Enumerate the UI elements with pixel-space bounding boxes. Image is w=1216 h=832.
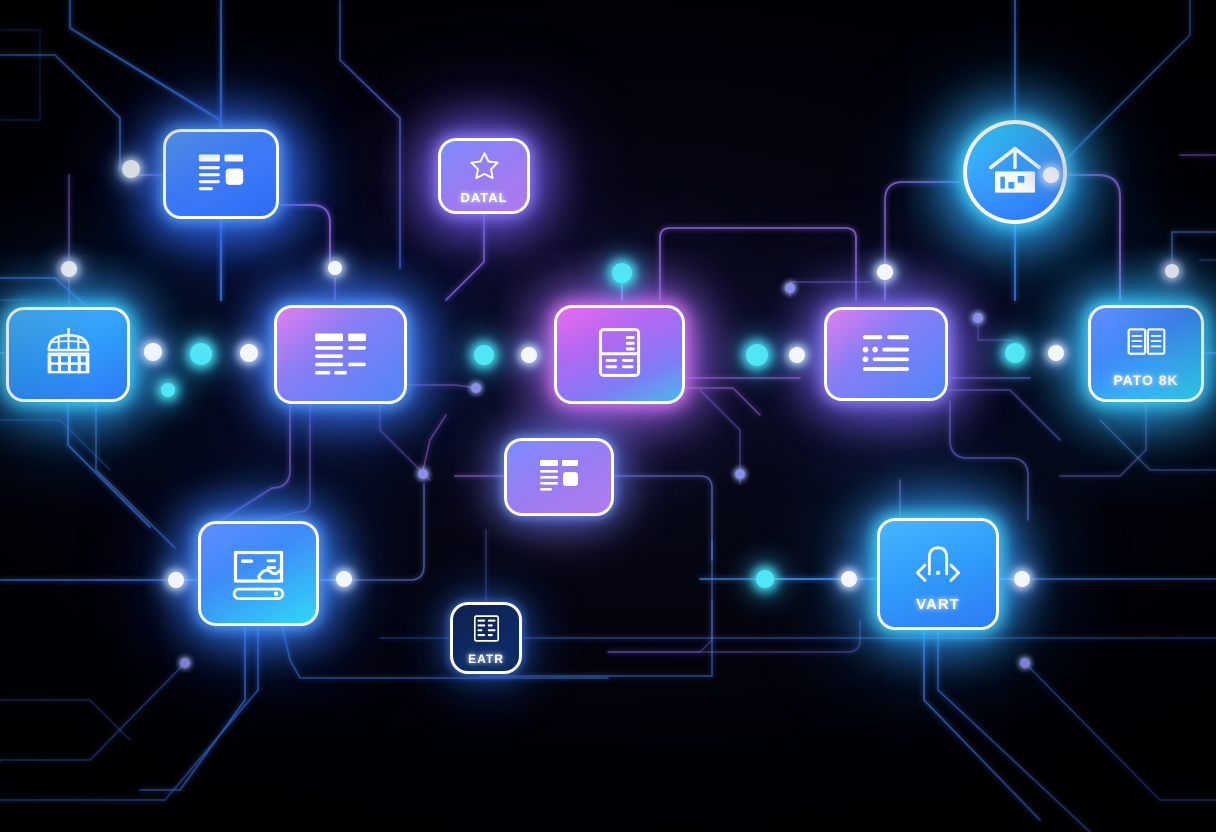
bullet-list-icon <box>857 323 915 386</box>
text-lines-icon <box>310 322 371 388</box>
dot-right-mid-white <box>1048 345 1064 361</box>
dot-low-left-blue <box>180 658 190 668</box>
dot-top-left-white <box>122 160 140 178</box>
dome-building-icon <box>39 323 98 387</box>
datal-star-node[interactable]: DATAL <box>438 138 530 214</box>
server-form-icon <box>589 322 650 388</box>
dot-center-violet <box>471 383 481 393</box>
server-form-node[interactable] <box>554 305 685 404</box>
dot-right-violet-2 <box>973 313 983 323</box>
dot-bottom-violet-2 <box>735 469 745 479</box>
pato-8k-book-node[interactable]: PATO 8K <box>1088 305 1204 402</box>
dot-bottom-left-white <box>168 572 184 588</box>
dot-center-white <box>521 347 537 363</box>
dot-right-top-white <box>1165 264 1179 278</box>
node-label: EATR <box>468 651 504 666</box>
signature-icon <box>226 539 291 609</box>
document-lines-icon <box>535 451 583 504</box>
dot-left-upper-white <box>61 261 77 277</box>
dot-right-violet <box>785 283 795 293</box>
article-card-node[interactable] <box>504 438 614 516</box>
dot-mid-left-white-2 <box>240 344 258 362</box>
dot-mid-left-white <box>144 343 162 361</box>
bullet-list-node[interactable] <box>824 307 948 401</box>
eatr-table-node[interactable]: EATR <box>450 602 522 674</box>
dot-mid-cyan-small <box>161 383 175 397</box>
dot-bottom-violet <box>418 469 428 479</box>
dot-right-mid-cyan <box>1005 343 1025 363</box>
dot-right-white <box>789 347 805 363</box>
signature-document-node[interactable] <box>198 521 319 626</box>
house-icon <box>983 138 1047 207</box>
node-label: PATO 8K <box>1113 372 1179 388</box>
node-label: VART <box>916 595 960 613</box>
dot-center-cyan <box>474 345 494 365</box>
dot-bottom-right-white <box>1014 571 1030 587</box>
dot-bottom-cyan <box>756 570 774 588</box>
dot-right-up-white <box>877 264 893 280</box>
dot-bottom-white-2 <box>841 571 857 587</box>
open-book-icon <box>1124 320 1169 370</box>
courthouse-dome-node[interactable] <box>6 307 130 402</box>
code-brackets-lock-icon <box>912 537 964 594</box>
star-icon <box>467 148 502 188</box>
dot-low-right-blue <box>1020 658 1030 668</box>
document-lines-icon <box>193 144 249 205</box>
node-label: DATAL <box>460 190 508 205</box>
dot-bottom-mid-white <box>336 571 352 587</box>
text-document-node[interactable] <box>274 305 407 404</box>
dot-center-up-cyan <box>612 263 632 283</box>
dot-right-far-white <box>1043 167 1059 183</box>
document-card-node[interactable] <box>163 129 279 219</box>
dot-top-mid-white <box>328 261 342 275</box>
vart-code-node[interactable]: VART <box>877 518 999 630</box>
dot-right-cyan <box>746 344 768 366</box>
dot-mid-left-cyan <box>190 343 212 365</box>
table-list-icon <box>470 612 503 650</box>
